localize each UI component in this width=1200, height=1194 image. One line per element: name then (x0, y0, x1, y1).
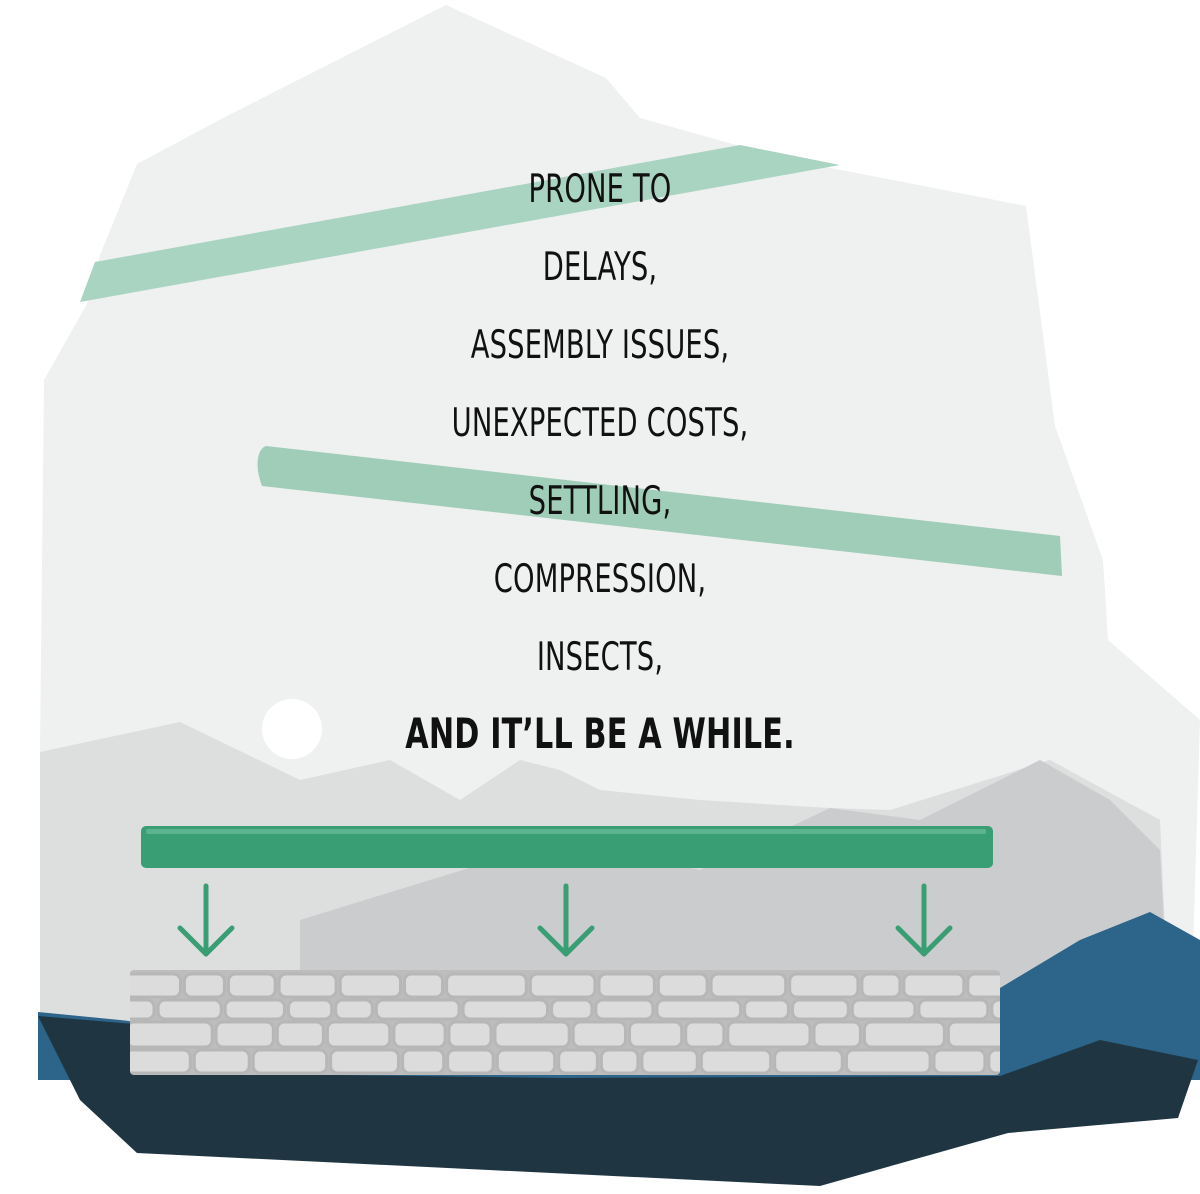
stone-block (334, 998, 374, 1021)
stone-block (699, 1048, 773, 1075)
stone-block (773, 1048, 844, 1075)
stone-block (182, 972, 226, 999)
stone-block (528, 972, 597, 999)
stone-block (656, 972, 709, 999)
stone-block (447, 1020, 493, 1049)
stone-block (860, 972, 902, 999)
stone-block (990, 998, 1000, 1021)
down-arrow-icon (177, 883, 235, 957)
down-arrow-icon (895, 883, 953, 957)
stone-block (287, 998, 334, 1021)
stone-block (275, 1020, 325, 1049)
stone-block (788, 972, 860, 999)
stone-block (932, 1048, 987, 1075)
stone-block (461, 998, 550, 1021)
stone-block (902, 972, 966, 999)
stone-block (684, 1020, 726, 1049)
stone-block (227, 972, 277, 999)
stone-block (192, 1048, 251, 1075)
stone-block (917, 998, 990, 1021)
stone-block (251, 1048, 329, 1075)
stone-block (374, 998, 461, 1021)
stone-block (223, 998, 286, 1021)
stone-block (571, 1020, 628, 1049)
stone-block (599, 1048, 640, 1075)
stone-foundation (130, 970, 1000, 1075)
stone-block (709, 972, 788, 999)
stone-block (277, 972, 338, 999)
moon (262, 699, 322, 759)
stone-block (640, 1048, 699, 1075)
stone-block (445, 972, 528, 999)
stone-block (557, 1048, 599, 1075)
stone-block (392, 1020, 447, 1049)
stone-block (338, 972, 403, 999)
stone-block (329, 1048, 401, 1075)
down-arrow-icon (537, 883, 595, 957)
stone-block (130, 1048, 192, 1075)
stone-block (495, 1048, 557, 1075)
stone-block (655, 998, 743, 1021)
stone-block (812, 1020, 862, 1049)
stone-block (987, 1048, 1000, 1075)
stone-block (726, 1020, 812, 1049)
stone-block (597, 972, 656, 999)
stone-block (946, 1020, 1000, 1049)
stone-block (130, 1020, 214, 1049)
stone-block (791, 998, 850, 1021)
stone-block (401, 1048, 446, 1075)
stone-block (628, 1020, 684, 1049)
stone-block (130, 998, 156, 1021)
stone-block (966, 972, 1000, 999)
beam-highlight (146, 829, 986, 834)
stone-block (594, 998, 655, 1021)
ground (38, 1016, 1198, 1186)
stone-block (550, 998, 594, 1021)
stone-block (844, 1048, 932, 1075)
stone-block (862, 1020, 946, 1049)
stone-block (214, 1020, 275, 1049)
stone-block (403, 972, 445, 999)
stone-block (130, 972, 183, 999)
stone-block (446, 1048, 495, 1075)
stone-block (850, 998, 917, 1021)
green-beam (141, 826, 993, 868)
middle-stripe (257, 446, 1062, 576)
stone-block (743, 998, 790, 1021)
upper-stripe (80, 145, 840, 302)
stone-block (156, 998, 223, 1021)
stone-block (493, 1020, 571, 1049)
stone-block (325, 1020, 392, 1049)
